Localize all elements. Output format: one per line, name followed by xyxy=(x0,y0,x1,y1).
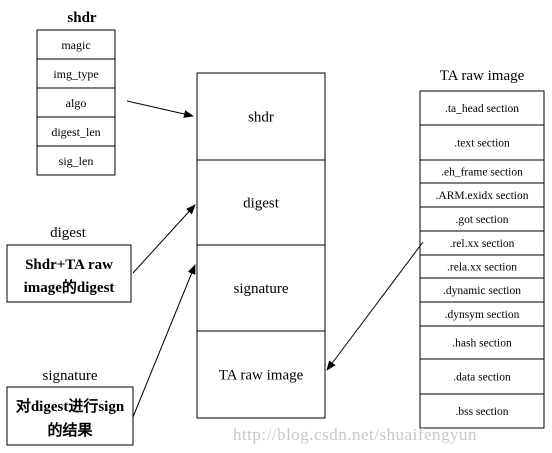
arrow-digest-to-layout xyxy=(132,204,196,274)
ta-section-label: .ta_head section xyxy=(445,103,519,115)
ta-section-label: .dynamic section xyxy=(443,285,521,297)
arrow-ta-raw-image-to-layout xyxy=(326,241,424,371)
shdr-field-cell xyxy=(36,29,116,60)
shdr-field-label: img_type xyxy=(53,67,98,81)
ta-raw-image-title: TA raw image xyxy=(440,68,525,84)
signature-box-line-2: 的结果 xyxy=(47,421,93,439)
signature-title: signature xyxy=(43,368,98,384)
layout-section-label: TA raw image xyxy=(219,368,304,384)
shdr-field-cell xyxy=(36,58,116,89)
ta-section-label: .rel.xx section xyxy=(450,238,515,250)
shdr-field-label: magic xyxy=(61,38,90,52)
ta-section-list: .ta_head section .text section .eh_frame s… xyxy=(419,90,545,429)
shdr-field-label: digest_len xyxy=(51,125,100,139)
shdr-field-label: algo xyxy=(66,96,87,110)
digest-box-line-2: image的digest xyxy=(24,278,115,296)
signature-box-line-1: 对digest进行sign xyxy=(16,397,125,415)
ta-section-label: .data section xyxy=(453,372,511,384)
ta-section-label: .got section xyxy=(455,214,508,226)
ta-section-cell xyxy=(419,182,545,208)
shdr-field-cell xyxy=(36,145,116,176)
ta-section-label: .eh_frame section xyxy=(441,167,523,179)
layout-section-label: shdr xyxy=(248,110,274,126)
layout-section-cell xyxy=(196,330,326,419)
layout-section-cell xyxy=(196,72,326,161)
ta-section-cell xyxy=(419,90,545,126)
digest-box xyxy=(6,244,132,303)
shdr-title: shdr xyxy=(67,10,97,26)
signed-image-layout: shdr digest signature TA raw image xyxy=(196,72,326,419)
digest-box-line-1: Shdr+TA raw xyxy=(25,257,113,273)
arrow-algo-to-shdr xyxy=(126,100,194,118)
ta-section-label: .ARM.exidx section xyxy=(436,190,529,202)
layout-section-label: signature xyxy=(234,281,289,297)
ta-section-label: .dynsym section xyxy=(445,309,520,321)
layout-section-label: digest xyxy=(243,196,280,212)
ta-section-cell xyxy=(419,393,545,429)
ta-section-label: .rela.xx section xyxy=(447,262,517,274)
watermark-text: http://blog.csdn.net/shuaifengyun xyxy=(233,425,477,444)
ta-section-cell xyxy=(419,358,545,395)
ta-section-label: .hash section xyxy=(452,338,512,350)
digest-title: digest xyxy=(50,225,87,241)
ta-section-label: .text section xyxy=(454,138,510,150)
ta-section-cell xyxy=(419,206,545,232)
ta-section-cell xyxy=(419,230,545,256)
ta-section-cell xyxy=(419,301,545,327)
arrow-signature-to-layout xyxy=(132,264,196,418)
ta-section-label: .bss section xyxy=(455,406,508,418)
shdr-field-cell xyxy=(36,116,116,147)
layout-section-cell xyxy=(196,244,326,332)
ta-section-cell xyxy=(419,277,545,303)
ta-section-cell xyxy=(419,325,545,360)
shdr-field-label: sig_len xyxy=(59,154,94,168)
